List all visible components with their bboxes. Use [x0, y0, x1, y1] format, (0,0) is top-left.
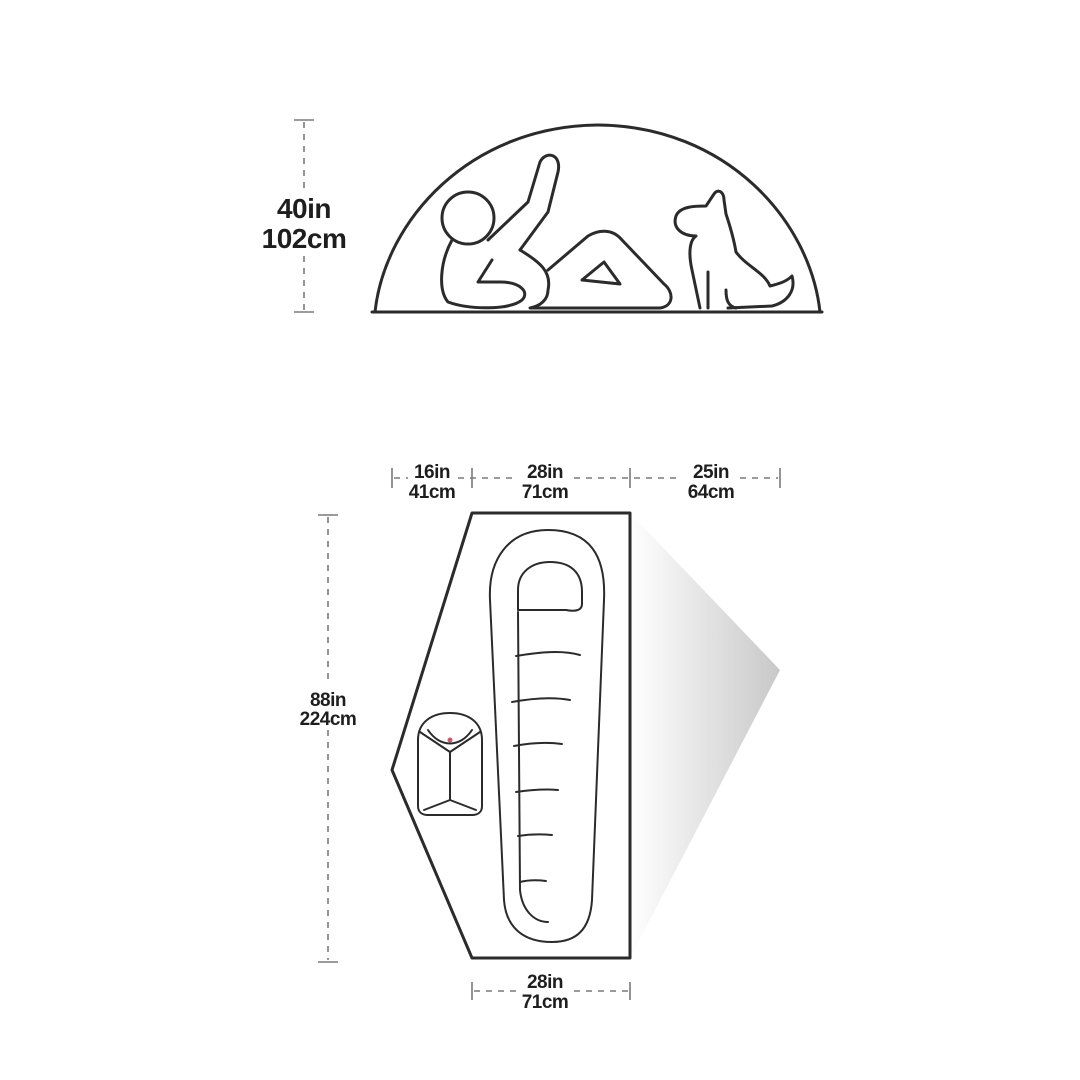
- length-cm-label: 224cm: [300, 709, 357, 730]
- side-view: 40in 102cm: [262, 119, 824, 314]
- tent-floor-outline: [390, 511, 632, 960]
- floor-plan: 16in 41cm 28in 71cm 25in 64cm 88in 224cm: [300, 462, 781, 1013]
- top-middle-width-in-label: 28in: [527, 462, 563, 483]
- person-icon: [440, 153, 673, 310]
- bottom-width-cm-label: 71cm: [522, 992, 569, 1013]
- top-left-width-cm-label: 41cm: [409, 482, 456, 503]
- top-width-dimension-line: [391, 468, 781, 488]
- length-dimension-line: [318, 514, 338, 963]
- vestibule-area: [630, 513, 780, 958]
- height-dimension-line: [294, 119, 314, 313]
- height-cm-label: 102cm: [262, 223, 347, 254]
- lantern-light-dot: [447, 737, 453, 743]
- top-right-width-cm-label: 64cm: [688, 482, 735, 503]
- backpack-icon: [417, 712, 483, 816]
- top-left-width-in-label: 16in: [414, 462, 450, 483]
- tent-dome-outline: [373, 123, 822, 314]
- bottom-width-in-label: 28in: [527, 972, 563, 993]
- height-in-label: 40in: [277, 193, 331, 224]
- top-middle-width-cm-label: 71cm: [522, 482, 569, 503]
- dog-icon: [673, 189, 795, 310]
- sleeping-bag-icon: [488, 529, 606, 943]
- length-in-label: 88in: [310, 690, 346, 711]
- top-right-width-in-label: 25in: [693, 462, 729, 483]
- bottom-width-dimension-line: [471, 982, 631, 1000]
